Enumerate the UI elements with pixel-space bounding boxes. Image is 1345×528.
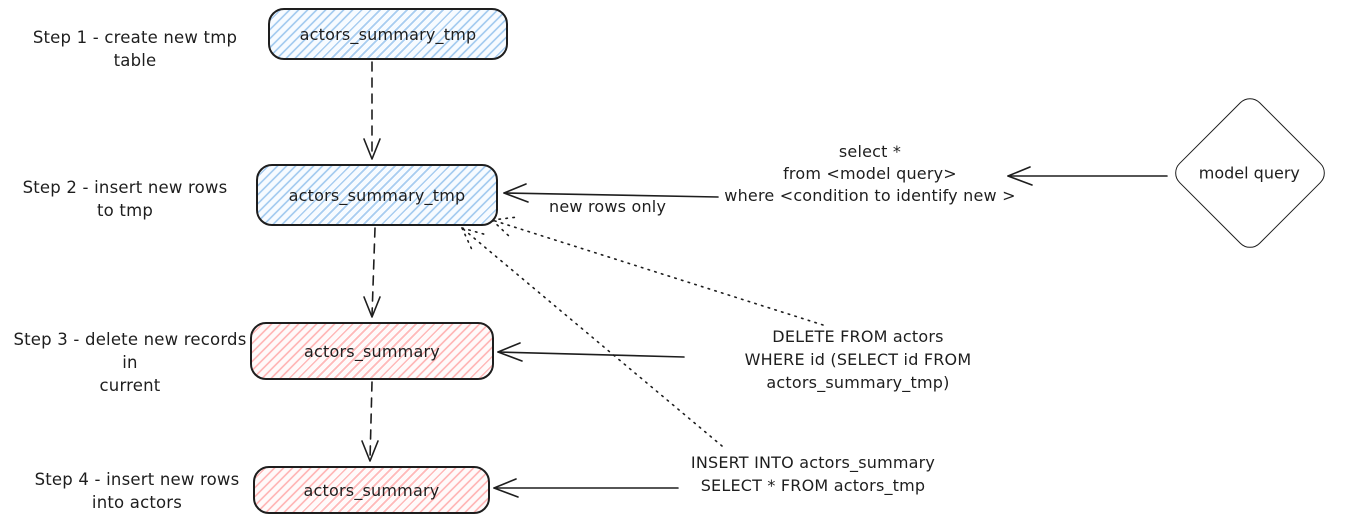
arrow-insert-sql-to-actors-summary	[493, 478, 679, 498]
step-4-caption: Step 4 - insert new rows into actors	[34, 470, 240, 512]
node-label: actors_summary_tmp	[288, 185, 466, 205]
dotted-arrow-delete-sql-to-tmp	[491, 216, 824, 326]
node-actors-summary-step3: actors_summary	[250, 322, 494, 380]
model-select-sql-annotation: select * from <model query> where <condi…	[724, 142, 1016, 205]
dashed-arrow-step3-to-step4	[361, 381, 379, 462]
arrow-model-query-to-select-sql	[1007, 166, 1168, 186]
insert-sql-annotation: INSERT INTO actors_summary SELECT * FROM…	[690, 453, 936, 495]
delete-sql-annotation: DELETE FROM actors WHERE id (SELECT id F…	[744, 327, 972, 392]
diamond-label: model query	[1199, 163, 1301, 183]
node-label: actors_summary	[304, 341, 440, 361]
dashed-arrow-step2-to-step3	[363, 227, 381, 318]
new-rows-only-annotation: new rows only	[549, 197, 667, 216]
step-1-caption: Step 1 - create new tmp table	[32, 28, 238, 70]
dashed-arrow-step1-to-step2	[363, 61, 381, 160]
node-actors-summary-tmp-step2: actors_summary_tmp	[256, 164, 498, 226]
arrow-delete-sql-to-actors-summary	[497, 342, 685, 362]
step-2-caption: Step 2 - insert new rows to tmp	[22, 178, 228, 220]
step-3-caption: Step 3 - delete new records in current	[13, 330, 247, 395]
node-actors-summary-tmp-step1: actors_summary_tmp	[268, 8, 508, 60]
dotted-arrow-insert-sql-to-tmp	[461, 227, 723, 447]
node-label: actors_summary	[303, 480, 440, 500]
node-label: actors_summary_tmp	[299, 24, 477, 44]
arrow-new-rows-only	[503, 183, 719, 203]
node-actors-summary-step4: actors_summary	[253, 466, 490, 514]
